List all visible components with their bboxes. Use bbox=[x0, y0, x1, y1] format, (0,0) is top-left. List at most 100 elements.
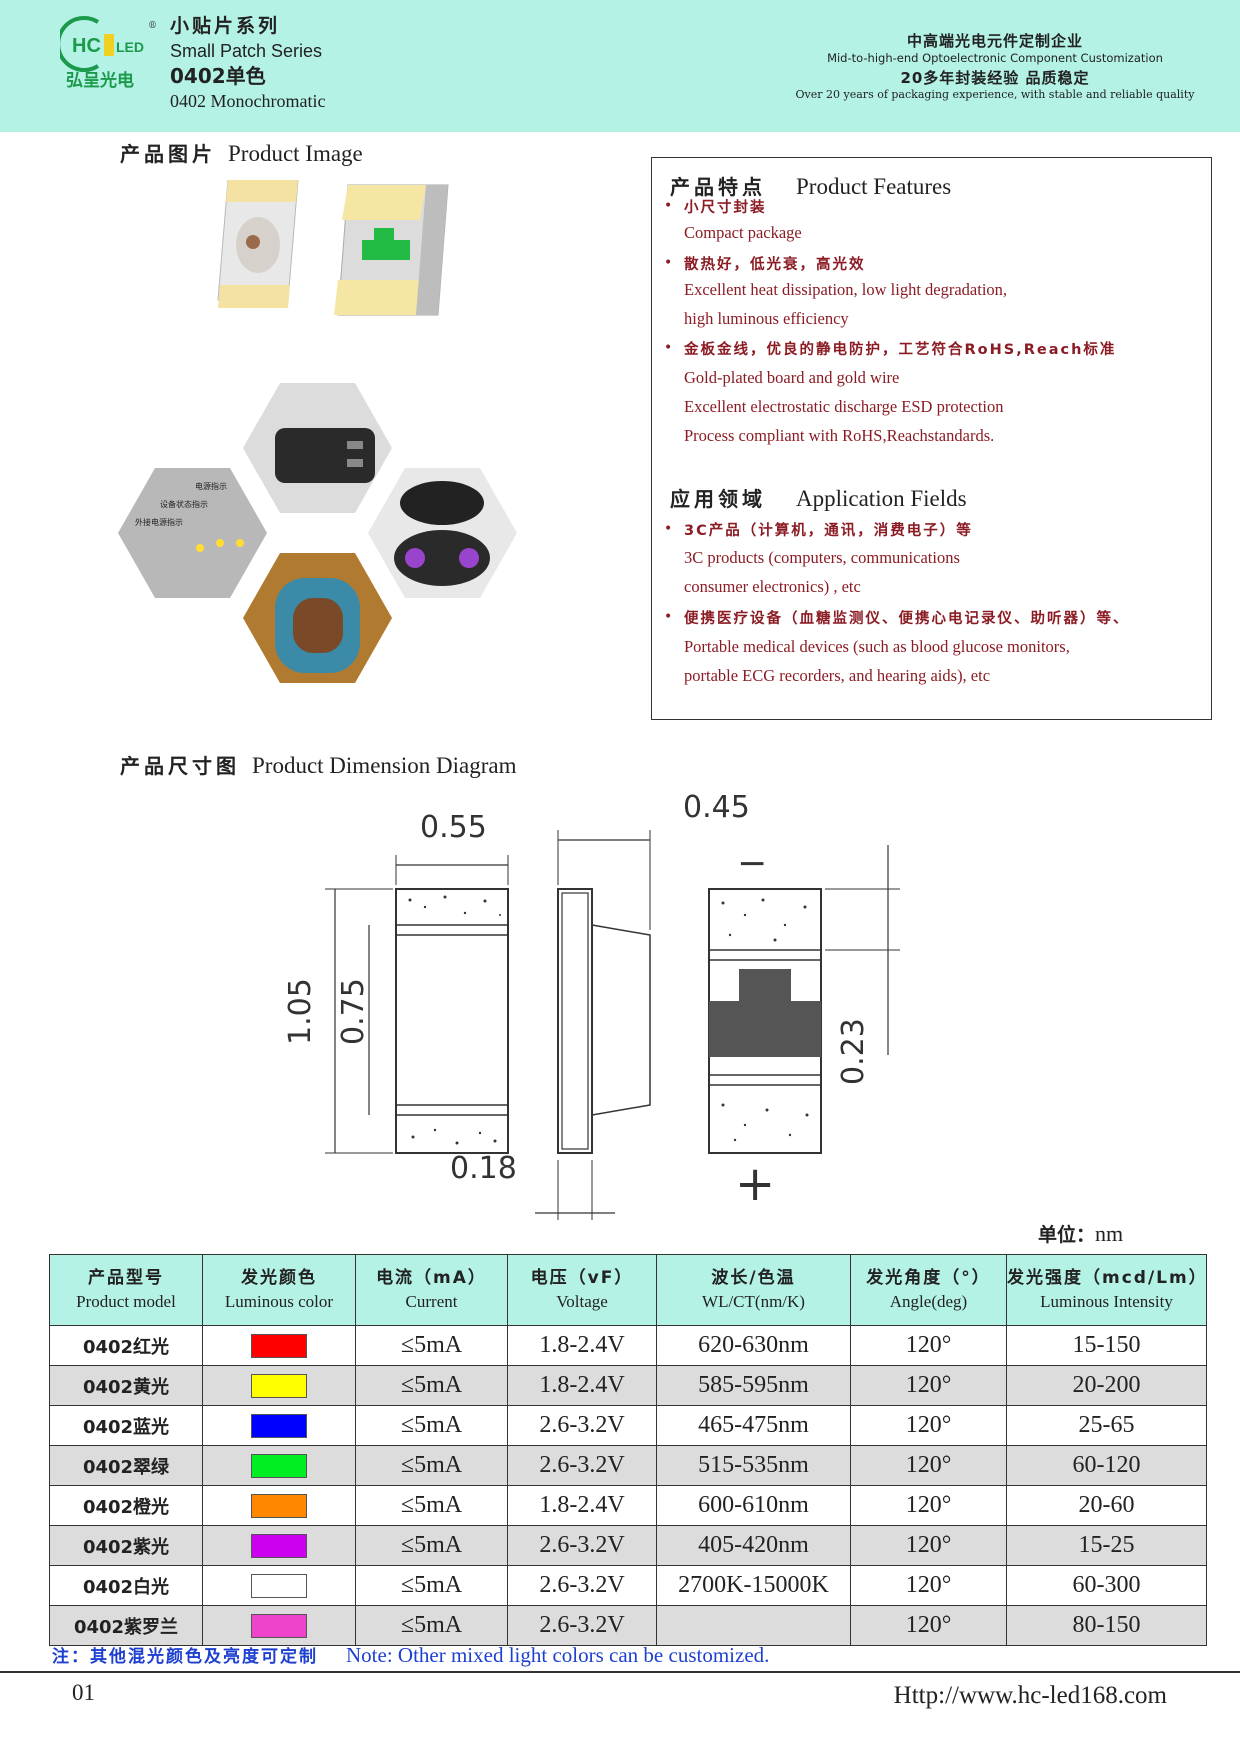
angle-cell: 120° bbox=[850, 1405, 1007, 1446]
current-cell: ≤5mA bbox=[355, 1565, 508, 1606]
intensity-cell: 60-120 bbox=[1006, 1445, 1207, 1486]
voltage-cell: 1.8-2.4V bbox=[507, 1365, 657, 1406]
polarity-plus: + bbox=[735, 1156, 775, 1212]
color-swatch bbox=[251, 1494, 307, 1519]
application-1-en-2: consumer electronics) , etc bbox=[684, 577, 861, 596]
wavelength-cell: 465-475nm bbox=[656, 1405, 851, 1446]
color-cell bbox=[202, 1445, 356, 1486]
slogan2-zh: 20多年封装经验 品质稳定 bbox=[900, 69, 1090, 87]
color-cell bbox=[202, 1365, 356, 1406]
dim-label-pad: 0.18 bbox=[450, 1151, 517, 1186]
color-swatch bbox=[251, 1334, 307, 1359]
angle-cell: 120° bbox=[850, 1605, 1007, 1646]
model-cell: 0402紫罗兰 bbox=[49, 1605, 203, 1646]
angle-cell: 120° bbox=[850, 1365, 1007, 1406]
header-voltage: 电压（vF）Voltage bbox=[507, 1254, 657, 1326]
voltage-cell: 1.8-2.4V bbox=[507, 1325, 657, 1366]
feature-3-zh: 金板金线，优良的静电防护，工艺符合RoHS,Reach标准 bbox=[684, 342, 1117, 358]
intensity-cell: 80-150 bbox=[1006, 1605, 1207, 1646]
dim-label-inner: 0.75 bbox=[336, 978, 371, 1045]
dim-label-height: 0.45 bbox=[683, 790, 750, 825]
product-photo bbox=[217, 180, 449, 316]
feature-3-en-1: Gold-plated board and gold wire bbox=[684, 368, 900, 387]
dim-label-length: 1.05 bbox=[285, 978, 318, 1045]
color-swatch bbox=[251, 1454, 307, 1479]
model-cell: 0402翠绿 bbox=[49, 1445, 203, 1486]
dimension-diagram: 0.55 1.05 0.75 0.45 0.18 − + 0.23 bbox=[285, 790, 900, 1220]
series-title-zh: 小贴片系列 bbox=[170, 15, 281, 37]
hex-label-1: 电源指示 bbox=[195, 481, 227, 491]
wavelength-cell bbox=[656, 1605, 851, 1646]
company-slogan: 中高端光电元件定制企业 Mid-to-high-end Optoelectron… bbox=[780, 30, 1210, 101]
unit-label: 单位：nm bbox=[1038, 1221, 1124, 1246]
color-cell bbox=[202, 1405, 356, 1446]
application-photos: 电源指示 设备状态指示 外接电源指示 bbox=[118, 383, 517, 683]
voltage-cell: 2.6-3.2V bbox=[507, 1605, 657, 1646]
website-link[interactable]: Http://www.hc-led168.com bbox=[893, 1682, 1167, 1709]
voltage-cell: 1.8-2.4V bbox=[507, 1485, 657, 1526]
angle-cell: 120° bbox=[850, 1445, 1007, 1486]
model-cell: 0402紫光 bbox=[49, 1525, 203, 1566]
color-cell bbox=[202, 1525, 356, 1566]
brand-name: 弘呈光电 bbox=[66, 70, 134, 91]
wavelength-cell: 405-420nm bbox=[656, 1525, 851, 1566]
model-title-en: 0402 Monochromatic bbox=[170, 91, 326, 111]
color-cell bbox=[202, 1485, 356, 1526]
current-cell: ≤5mA bbox=[355, 1605, 508, 1646]
intensity-cell: 20-200 bbox=[1006, 1365, 1207, 1406]
application-2-zh: 便携医疗设备（血糖监测仪、便携心电记录仪、助听器）等、 bbox=[684, 611, 1130, 627]
current-cell: ≤5mA bbox=[355, 1405, 508, 1446]
hex-label-2: 设备状态指示 bbox=[160, 499, 208, 509]
model-cell: 0402蓝光 bbox=[49, 1405, 203, 1446]
dim-label-pad-side: 0.23 bbox=[836, 1018, 871, 1085]
intensity-cell: 15-150 bbox=[1006, 1325, 1207, 1366]
feature-2-zh: 散热好，低光衰，高光效 bbox=[684, 257, 866, 273]
feature-1-en: Compact package bbox=[684, 223, 802, 242]
wavelength-cell: 515-535nm bbox=[656, 1445, 851, 1486]
angle-cell: 120° bbox=[850, 1485, 1007, 1526]
header-intensity: 发光强度（mcd/Lm）Luminous Intensity bbox=[1006, 1254, 1207, 1326]
angle-cell: 120° bbox=[850, 1525, 1007, 1566]
wavelength-cell: 585-595nm bbox=[656, 1365, 851, 1406]
slogan2-en: Over 20 years of packaging experience, w… bbox=[795, 88, 1195, 101]
intensity-cell: 25-65 bbox=[1006, 1405, 1207, 1446]
color-cell bbox=[202, 1325, 356, 1366]
wavelength-cell: 600-610nm bbox=[656, 1485, 851, 1526]
wavelength-cell: 2700K-15000K bbox=[656, 1565, 851, 1606]
color-swatch bbox=[251, 1374, 307, 1399]
model-cell: 0402红光 bbox=[49, 1325, 203, 1366]
slogan1-en: Mid-to-high-end Optoelectronic Component… bbox=[827, 51, 1163, 65]
feature-3-en-3: Process compliant with RoHS,Reachstandar… bbox=[684, 426, 995, 445]
polarity-minus: − bbox=[737, 843, 767, 884]
header-current: 电流（mA）Current bbox=[355, 1254, 508, 1326]
feature-2-en-2: high luminous efficiency bbox=[684, 309, 849, 328]
color-swatch bbox=[251, 1574, 307, 1599]
model-cell: 0402黄光 bbox=[49, 1365, 203, 1406]
voltage-cell: 2.6-3.2V bbox=[507, 1565, 657, 1606]
color-cell bbox=[202, 1565, 356, 1606]
voltage-cell: 2.6-3.2V bbox=[507, 1445, 657, 1486]
slogan1-zh: 中高端光电元件定制企业 bbox=[906, 32, 1083, 50]
voltage-cell: 2.6-3.2V bbox=[507, 1405, 657, 1446]
logo-led-text: LED bbox=[116, 39, 144, 55]
model-title-zh: 0402单色 bbox=[170, 64, 266, 88]
voltage-cell: 2.6-3.2V bbox=[507, 1525, 657, 1566]
svg-text:®: ® bbox=[148, 21, 157, 31]
intensity-cell: 20-60 bbox=[1006, 1485, 1207, 1526]
intensity-cell: 60-300 bbox=[1006, 1565, 1207, 1606]
application-2-en-2: portable ECG recorders, and hearing aids… bbox=[684, 666, 991, 685]
